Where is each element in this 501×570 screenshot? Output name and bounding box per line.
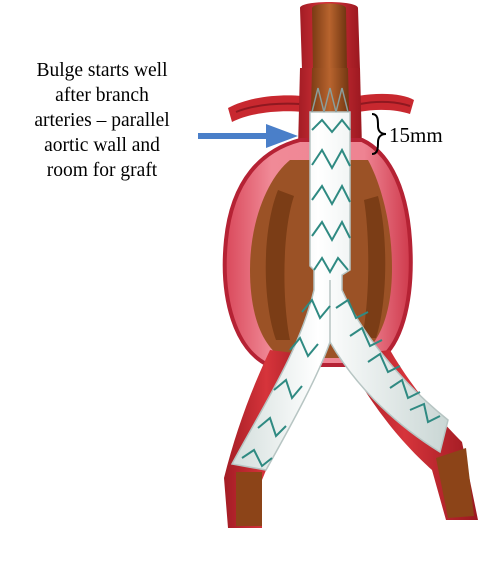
branch-arteries [228, 93, 414, 122]
caption-line: arteries – parallel [34, 110, 170, 131]
measurement-brace [371, 113, 387, 155]
stent-graft [230, 87, 449, 471]
caption-line: aortic wall and [44, 135, 160, 156]
caption-line: Bulge starts well [36, 60, 168, 81]
upper-aorta [300, 2, 360, 72]
annotation-caption: Bulge starts well after branch arteries … [6, 58, 198, 183]
caption-line: after branch [55, 85, 149, 106]
measurement-label: 15mm [389, 123, 443, 147]
caption-line: room for graft [46, 160, 158, 181]
pointer-arrow [198, 124, 298, 148]
